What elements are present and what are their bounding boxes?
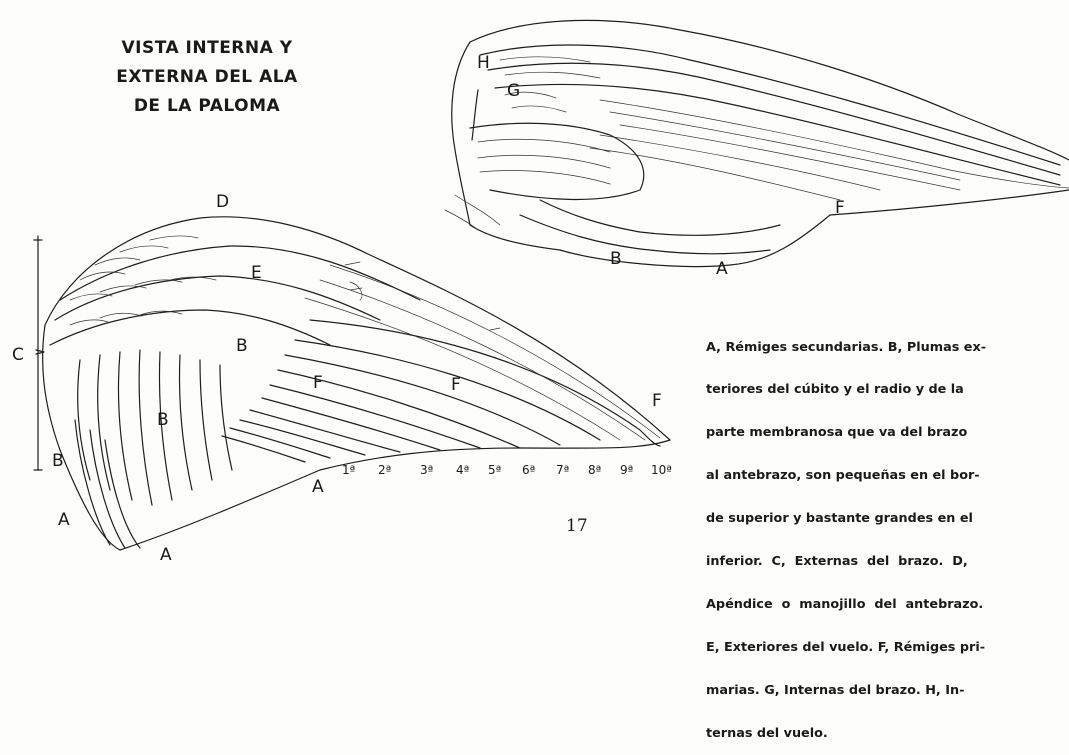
lower-wing-drawing — [34, 217, 670, 550]
caption-line: marias. G, Internas del brazo. H, In- — [706, 684, 1069, 698]
feather-number-7: 7ª — [556, 463, 569, 477]
upper-label-A: A — [716, 259, 728, 279]
lower-label-D: D — [216, 192, 229, 212]
feather-number-8: 8ª — [588, 463, 601, 477]
feather-number-5: 5ª — [488, 463, 501, 477]
upper-label-H: H — [477, 53, 490, 73]
upper-label-B: B — [610, 249, 622, 269]
caption-line: parte membranosa que va del brazo — [706, 426, 1069, 440]
caption-line: ternas del vuelo. — [706, 727, 1069, 741]
lower-label-A-right: A — [312, 477, 324, 497]
feather-number-4: 4ª — [456, 463, 469, 477]
caption-line: al antebrazo, son pequeñas en el bor- — [706, 469, 1069, 483]
lower-label-F-3: F — [652, 391, 662, 411]
lower-label-A-left: A — [58, 510, 70, 530]
caption-line: inferior. C, Externas del brazo. D, — [706, 555, 1069, 569]
upper-label-G: G — [507, 81, 520, 101]
upper-label-F: F — [835, 198, 845, 218]
lower-label-F-1: F — [313, 373, 323, 393]
caption-line: teriores del cúbito y el radio y de la — [706, 383, 1069, 397]
upper-wing-drawing — [445, 20, 1069, 266]
feather-number-3: 3ª — [420, 463, 433, 477]
lower-wing-labels: D C E B B B F F F A A A 1ª 2ª 3ª 4ª 5ª 6… — [12, 192, 672, 561]
figure-caption: A, Rémiges secundarias. B, Plumas ex- te… — [706, 312, 1069, 755]
page-number: 17 — [566, 516, 588, 536]
feather-number-10: 10ª — [651, 463, 672, 477]
lower-label-B-left: B — [52, 451, 64, 471]
lower-label-A-bottom: A — [160, 545, 172, 561]
lower-label-F-2: F — [451, 375, 461, 395]
caption-line: Apéndice o manojillo del antebrazo. — [706, 598, 1069, 612]
lower-label-B-top: B — [236, 336, 248, 356]
feather-number-2: 2ª — [378, 463, 391, 477]
lower-label-E: E — [251, 263, 262, 283]
caption-line: E, Exteriores del vuelo. F, Rémiges pri- — [706, 641, 1069, 655]
feather-number-6: 6ª — [522, 463, 535, 477]
feather-number-1: 1ª — [342, 463, 355, 477]
lower-label-C: C — [12, 345, 24, 365]
caption-line: de superior y bastante grandes en el — [706, 512, 1069, 526]
caption-line: A, Rémiges secundarias. B, Plumas ex- — [706, 341, 1069, 355]
feather-number-9: 9ª — [620, 463, 633, 477]
lower-label-B-mid: B — [157, 410, 169, 430]
